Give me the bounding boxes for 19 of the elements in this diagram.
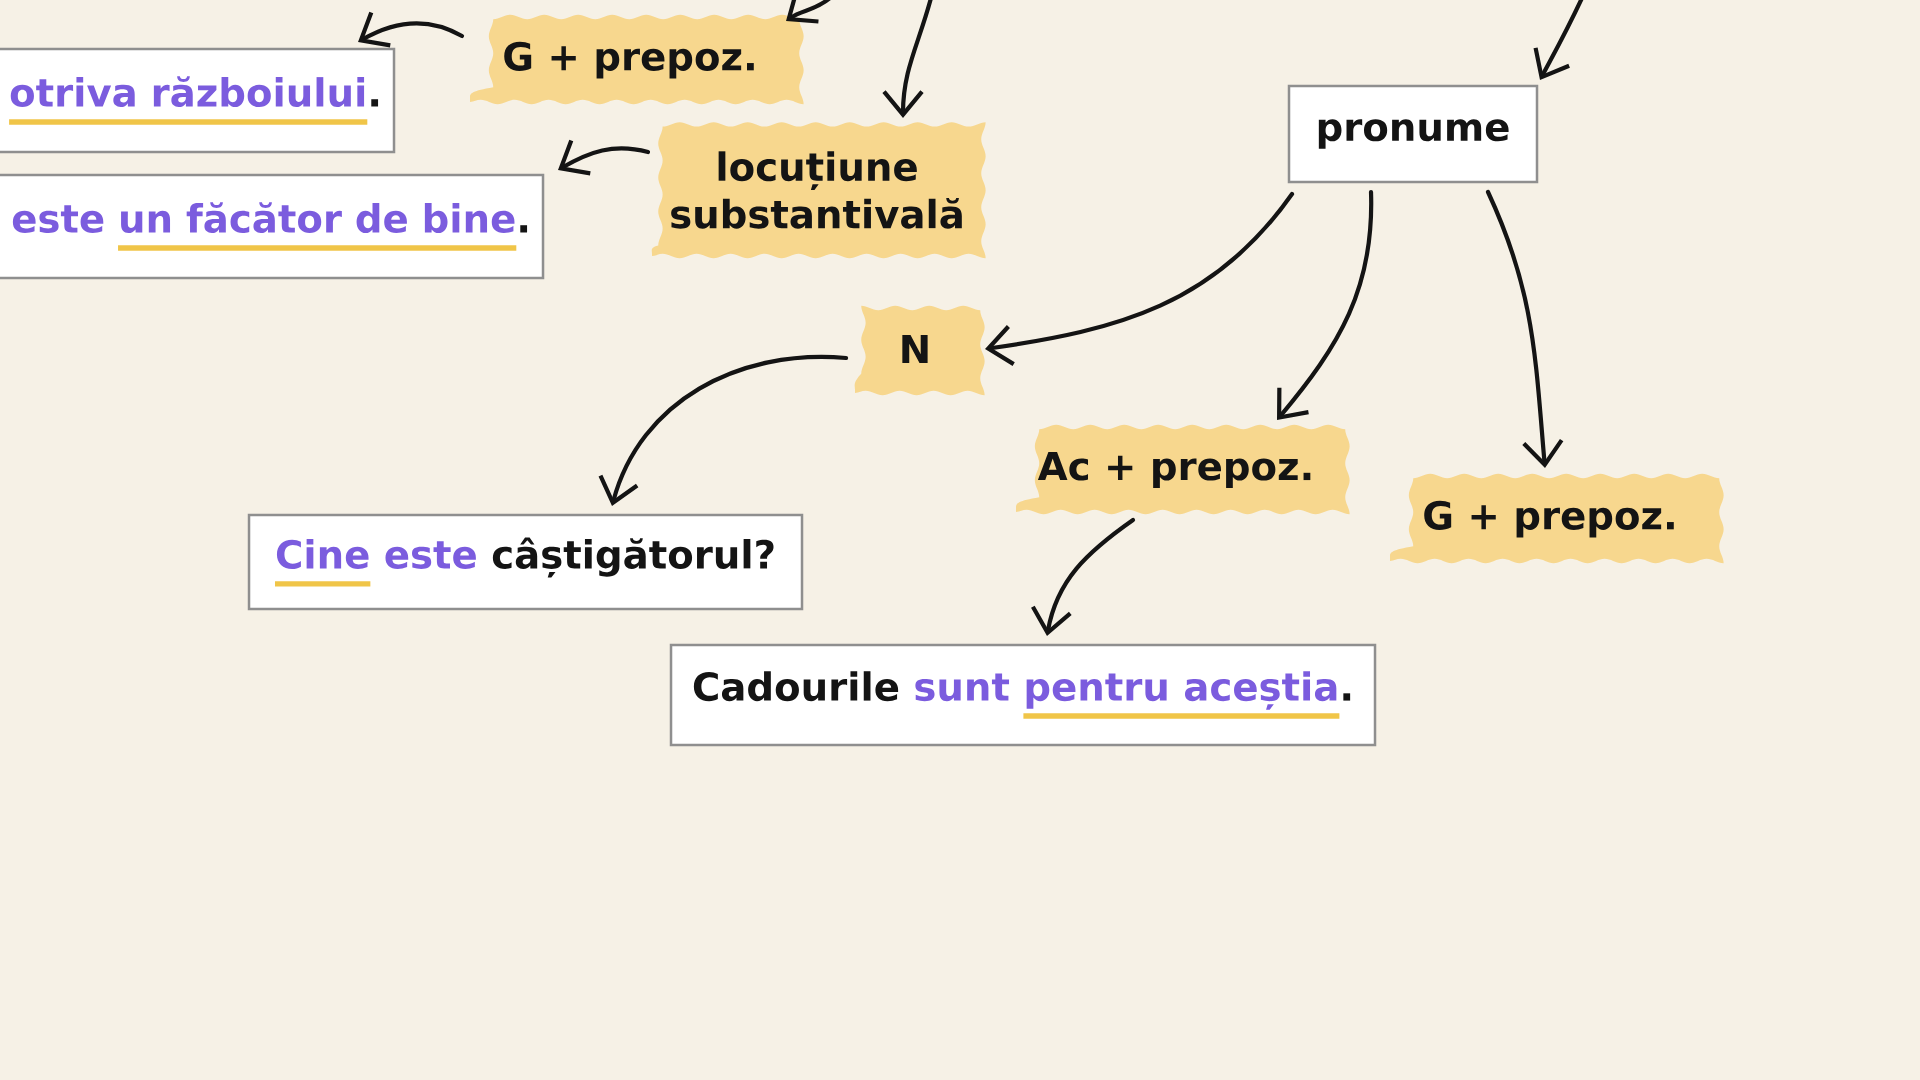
sentence-box: este un făcător de bine. [0, 173, 545, 280]
sentence-box: Cadourile sunt pentru aceștia. [669, 643, 1377, 747]
arrow [1031, 517, 1136, 636]
sentence-box: Cine este câștigătorul? [247, 513, 804, 611]
highlighted-label: Ac + prepoz. [1016, 424, 1350, 515]
arrow [882, 0, 934, 118]
arrow [1533, 0, 1585, 80]
arrow [598, 354, 849, 506]
highlighted-label: G + prepoz. [470, 14, 804, 105]
sentence-box: otriva războiului. [0, 47, 396, 154]
highlighted-label: locuțiune substantivală [651, 122, 986, 259]
arrow [1277, 189, 1374, 420]
arrow [358, 11, 465, 48]
arrow [985, 191, 1295, 366]
arrow [1485, 189, 1564, 468]
highlighted-label: N [854, 305, 985, 396]
highlighted-label: G + prepoz. [1390, 473, 1724, 564]
arrow [558, 139, 651, 176]
word-box: pronume [1287, 84, 1539, 184]
